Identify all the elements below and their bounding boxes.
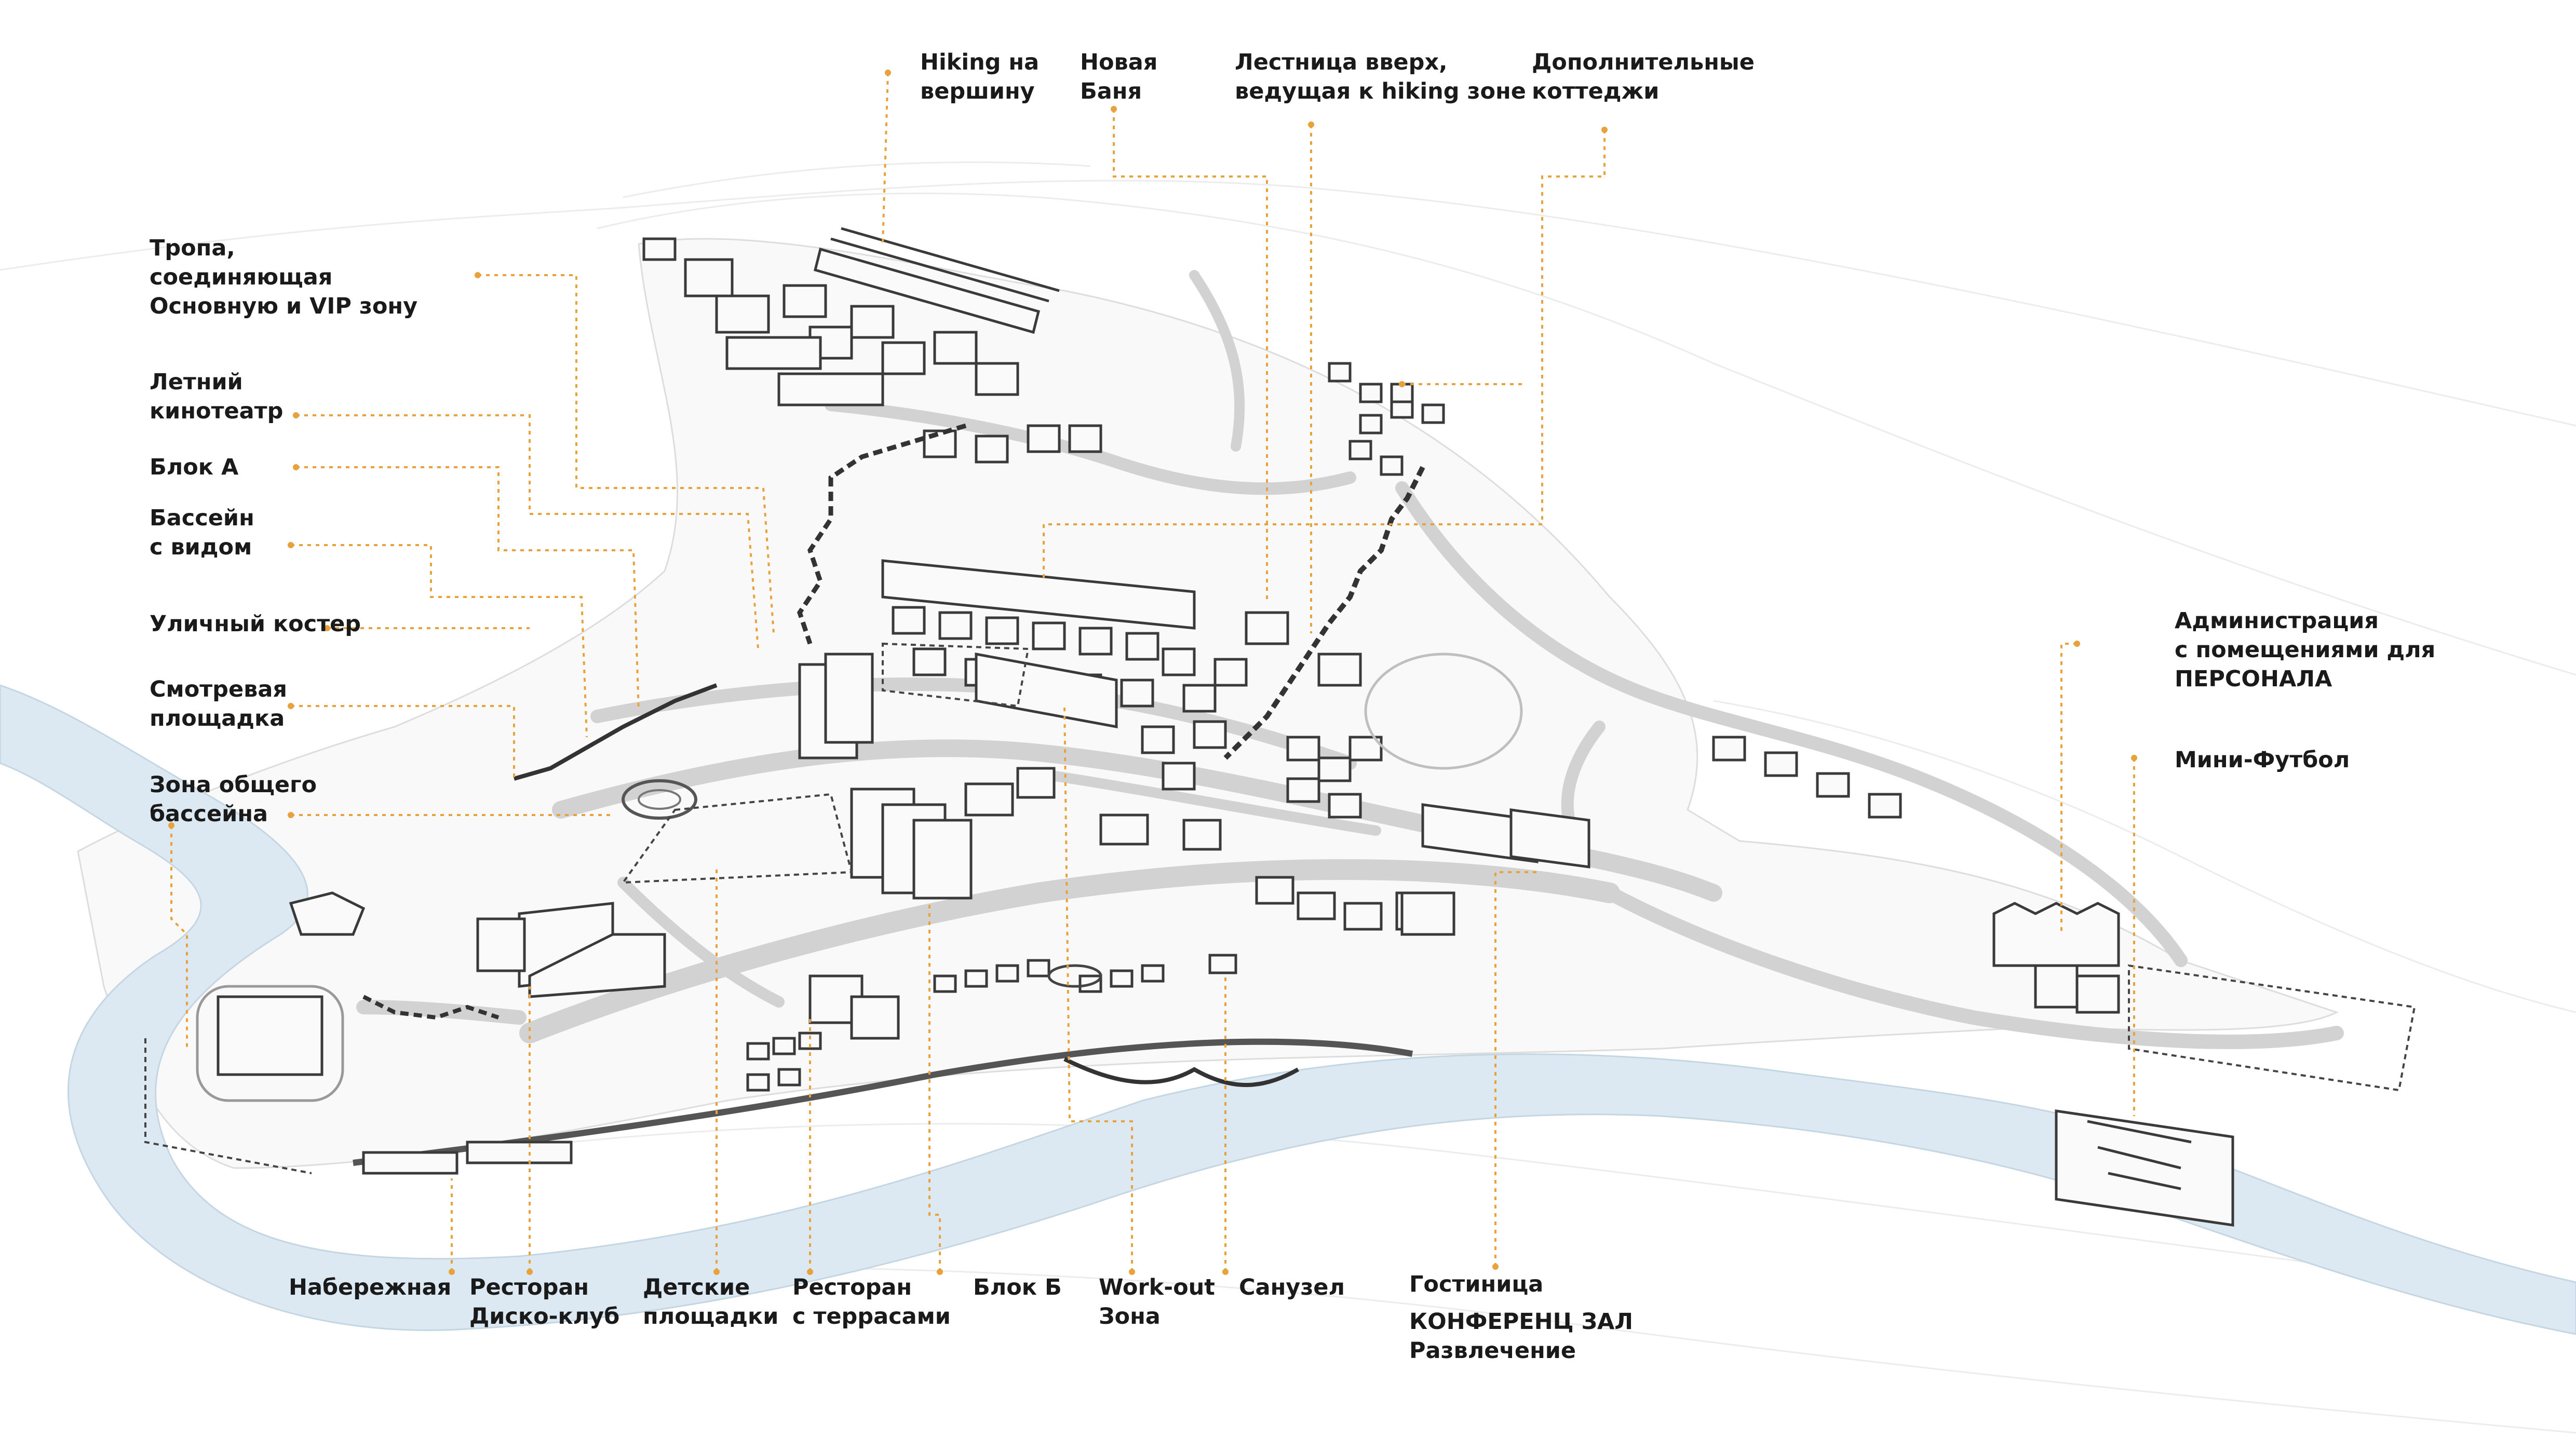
label-mini-football: Мини-Футбол: [2175, 747, 2350, 773]
buildings: [217, 227, 2234, 1227]
trail-connecting: [797, 423, 967, 645]
label-block-b: Блок Б: [973, 1274, 1062, 1300]
park-mound: [1364, 653, 1523, 770]
roundabout: [1047, 964, 1102, 988]
roads: [356, 270, 2344, 1049]
cinema-amphitheater: [622, 779, 697, 820]
label-hotel: Гостиница: [1409, 1271, 1544, 1297]
stairs-to-hiking: [1223, 466, 1425, 760]
river: [0, 684, 2576, 1335]
label-stairs-to-hiking: Лестница вверх,ведущая к hiking зоне: [1235, 49, 1526, 104]
common-pool: [196, 985, 344, 1102]
label-embankment: Набережная: [289, 1274, 452, 1300]
leader-dots: [168, 70, 2137, 1275]
label-wc: Санузел: [1239, 1274, 1345, 1300]
label-block-a: Блок А: [150, 454, 239, 480]
leader-lines: [170, 72, 2135, 1272]
label-bonfire: Уличный костер: [150, 611, 361, 637]
